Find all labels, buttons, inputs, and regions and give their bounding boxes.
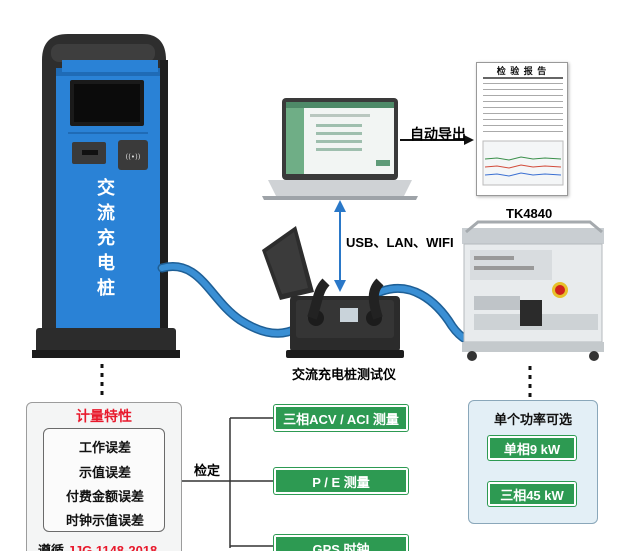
export-label: 自动导出 [410,126,466,142]
verification-label: 检定 [194,463,221,478]
charger-label: 交 流 充 电 桩 [88,176,124,301]
laptop [262,98,418,200]
metrology-item: 付费金额误差 [65,489,144,504]
standard-prefix: 遵循 [38,543,65,551]
charger-label-char: 电 [97,253,115,273]
measurement-tag-gps: GPS 时钟 [274,535,408,551]
power-title: 单个功率可选 [493,412,572,427]
metrology-items-box: 工作误差 示值误差 付费金额误差 时钟示值误差 [43,428,165,532]
measurement-tag-acv-aci: 三相ACV / ACI 测量 [274,405,408,431]
report-title: 检 验 报 告 [496,66,548,76]
power-option-single-phase: 单相9 kW [488,436,576,460]
standard-line: 遵循 JJG 1148-2018 [38,540,157,551]
connection-arrow [334,280,346,292]
metrology-item: 工作误差 [78,440,131,455]
export-arrow [464,135,474,145]
tk-model-label: TK4840 [506,206,553,221]
charger-label-char: 桩 [97,278,115,298]
connection-label: USB、LAN、WIFI [346,235,454,250]
measurement-tag-pe: P / E 测量 [274,468,408,494]
inspection-report [476,62,568,196]
charger-label-char: 充 [97,228,115,248]
standard-code: JJG 1148-2018 [67,543,158,551]
charger-label-char: 交 [97,178,115,198]
metrology-title: 计量特性 [76,408,132,424]
charger-label-char: 流 [97,203,115,223]
metrology-item: 示值误差 [78,465,131,480]
metrology-item: 时钟示值误差 [65,513,144,528]
power-option-three-phase: 三相45 kW [488,482,576,506]
tester-label: 交流充电桩测试仪 [292,367,397,382]
tk4840-device [462,220,604,361]
svg-text:((•)): ((•)) [125,153,140,161]
tester-device [262,226,404,358]
charger-pillar: ((•)) [32,34,180,358]
